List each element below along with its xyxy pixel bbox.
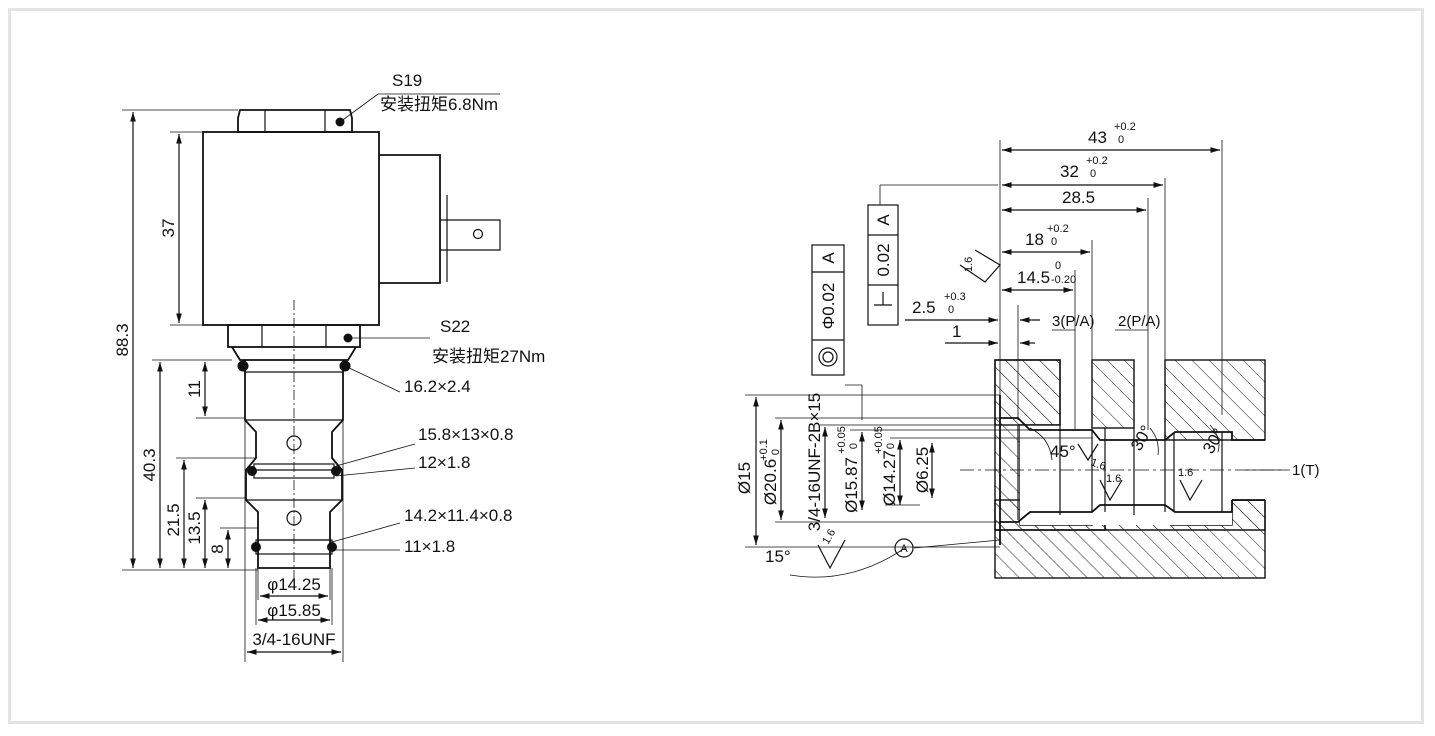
perp-datum: A: [874, 214, 893, 226]
valve-side-view: [202, 109, 501, 590]
oring-label-4: 14.2×11.4×0.8: [404, 506, 512, 525]
pos-datum: A: [819, 252, 838, 264]
dim-dia-1587-tol2: 0: [848, 443, 860, 449]
dim-18-tol: +0.2: [1047, 223, 1069, 235]
dim-28: 28.5: [1062, 188, 1095, 207]
dim-14-tol: 0: [1055, 260, 1061, 272]
dim-2: 2.5: [912, 298, 936, 317]
dim-dia-1585: φ15.85: [267, 601, 321, 620]
dim-dia-206-tol2: 0: [770, 449, 782, 455]
dim-dia-206-tol: +0.1: [758, 439, 770, 461]
dim-2-tol: +0.3: [944, 291, 966, 303]
right-dimensions: [745, 140, 1290, 578]
datum-marker: [894, 538, 914, 558]
angle-15: 15°: [765, 547, 791, 566]
cavity-section-view: [960, 359, 1285, 579]
dim-1: 1: [952, 322, 961, 341]
dim-43-tol: +0.2: [1114, 121, 1136, 133]
dim-32-tol2: 0: [1090, 168, 1096, 180]
oring-label-5: 11×1.8: [404, 537, 455, 556]
oring-label-1: 16.2×2.4: [404, 377, 471, 396]
dim-total: 88.3: [113, 323, 132, 356]
oring-label-2: 15.8×13×0.8: [418, 425, 513, 444]
left-dimensions: [122, 109, 344, 662]
dim-dia-15: Ø15: [735, 462, 754, 494]
dim-14-tol2: -0.20: [1051, 274, 1076, 286]
dim-11: 11: [185, 380, 204, 398]
torque-label-1: 安装扭矩6.8Nm: [380, 95, 498, 114]
roughness-5: 1.6: [1089, 457, 1107, 474]
s19-label: S19: [392, 71, 422, 90]
dim-18-tol2: 0: [1051, 236, 1057, 248]
dim-13: 13.5: [185, 511, 204, 544]
left-callout-leaders: [331, 93, 500, 551]
s22-label: S22: [440, 317, 470, 336]
oring-label-3: 12×1.8: [418, 453, 470, 472]
angle-45: 45°: [1050, 442, 1076, 461]
dim-dia-1587: Ø15.87: [842, 457, 861, 513]
dim-dia-1427-tol: +0.05: [873, 426, 885, 454]
dim-coil: 37: [159, 219, 178, 238]
dim-thread-right: 3/4-16UNF-2B×15: [805, 393, 824, 531]
dim-40: 40.3: [140, 448, 159, 481]
roughness-4: 1.6: [1178, 467, 1193, 479]
dim-dia-1425: φ14.25: [267, 575, 321, 594]
top-nut: [237, 109, 353, 133]
roughness-1: 1.6: [963, 257, 975, 272]
coil-body: [202, 131, 380, 326]
port-3-label: 3(P/A): [1052, 313, 1095, 330]
dim-43: 43: [1088, 128, 1107, 147]
dim-14: 14.5: [1017, 268, 1050, 287]
dim-dia-206: Ø20.6: [761, 459, 780, 505]
perpendicularity-frame: [867, 204, 899, 326]
dim-18: 18: [1025, 230, 1044, 249]
dim-thread: 3/4-16UNF: [252, 630, 335, 649]
dim-43-tol2: 0: [1118, 134, 1124, 146]
dim-dia-1427: Ø14.27: [880, 450, 899, 506]
cartridge-body: [244, 360, 344, 569]
dim-32: 32: [1060, 162, 1079, 181]
torque-label-2: 安装扭矩27Nm: [432, 347, 545, 366]
port-2-label: 2(P/A): [1118, 313, 1161, 330]
port-1-label: 1(T): [1292, 462, 1320, 479]
position-frame: [811, 244, 845, 376]
perp-value: 0.02: [874, 243, 893, 276]
dim-2-tol2: 0: [948, 304, 954, 316]
roughness-3: 1.6: [1106, 473, 1121, 485]
dim-dia-1587-tol: +0.05: [836, 426, 848, 454]
dim-21: 21.5: [164, 503, 183, 536]
dim-8: 8: [208, 544, 227, 553]
pos-value: Φ0.02: [819, 283, 838, 330]
datum-label: A: [900, 543, 908, 555]
dim-dia-1427-tol2: 0: [885, 443, 897, 449]
dim-32-tol: +0.2: [1086, 155, 1108, 167]
dim-dia-625: Ø6.25: [913, 447, 932, 493]
